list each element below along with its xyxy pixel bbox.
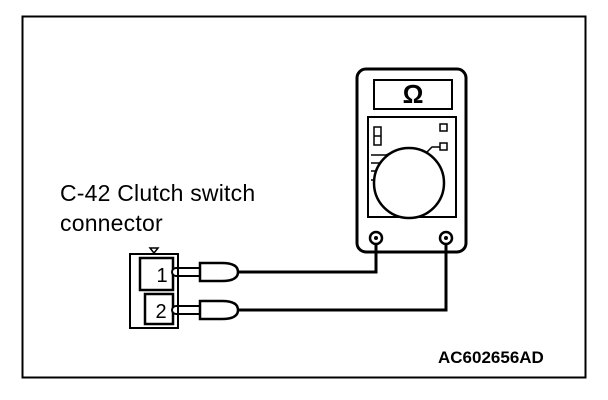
connector-name-label: C-42 Clutch switch [60, 180, 256, 206]
connector-lock-tab [148, 247, 160, 255]
pin-1-cavity [138, 256, 175, 292]
ohmmeter: Ω [355, 67, 468, 254]
figure-id: AC602656AD [438, 348, 544, 367]
range-indicator-top-right [439, 123, 448, 132]
pin-2-cavity [143, 292, 175, 326]
diagram-frame [21, 15, 587, 379]
pin-2-label: 2 [155, 301, 166, 323]
pin-1-label: 1 [156, 265, 167, 287]
probe-pin-1 [171, 261, 240, 283]
clutch-switch-connector: 1 2 [129, 247, 179, 329]
probe-pin-2 [171, 299, 240, 321]
test-lead-wires [236, 244, 448, 312]
ohmmeter-display [373, 79, 453, 110]
lead-wire-pin-2 [236, 244, 448, 312]
range-indicator-right [439, 142, 448, 151]
lead-wire-pin-1 [236, 244, 378, 274]
ohm-symbol: Ω [403, 79, 424, 109]
connector-name-label-line-2: connector [60, 210, 163, 236]
ohmmeter-rotary-dial [372, 146, 446, 220]
